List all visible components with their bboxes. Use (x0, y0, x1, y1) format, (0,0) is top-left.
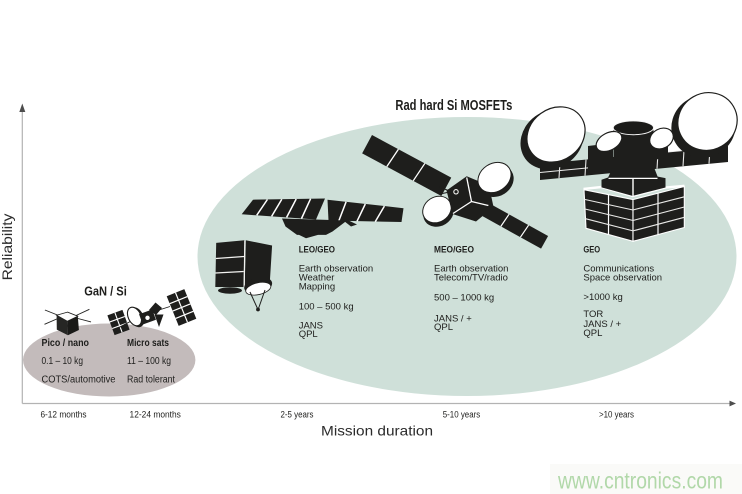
svg-text:Micro sats: Micro sats (127, 337, 169, 349)
svg-text:www.cntronics.com: www.cntronics.com (557, 468, 723, 494)
svg-text:11 – 100 kg: 11 – 100 kg (127, 356, 171, 367)
svg-text:Mapping: Mapping (299, 281, 335, 292)
svg-text:JANS / +: JANS / + (434, 313, 472, 324)
svg-text:6-12 months: 6-12 months (40, 409, 87, 419)
svg-text:>10 years: >10 years (599, 409, 634, 419)
svg-text:Weather: Weather (299, 272, 335, 283)
svg-text:QPL: QPL (583, 328, 602, 339)
svg-text:Space observation: Space observation (583, 272, 662, 283)
svg-text:Rad tolerant: Rad tolerant (127, 375, 175, 386)
svg-text:COTS/automotive: COTS/automotive (42, 375, 116, 386)
svg-text:100 – 500 kg: 100 – 500 kg (299, 302, 354, 313)
svg-text:TOR: TOR (583, 309, 603, 320)
svg-text:Earth observation: Earth observation (434, 263, 508, 274)
svg-text:Earth observation: Earth observation (299, 263, 373, 274)
svg-text:Telecom/TV/radio: Telecom/TV/radio (434, 272, 508, 283)
svg-text:5-10 years: 5-10 years (443, 409, 481, 419)
svg-text:Pico / nano: Pico / nano (42, 337, 90, 349)
svg-text:LEO/GEO: LEO/GEO (299, 245, 336, 256)
svg-text:0.1 – 10 kg: 0.1 – 10 kg (42, 356, 84, 367)
svg-text:MEO/GEO: MEO/GEO (434, 245, 474, 256)
svg-text:GEO: GEO (583, 245, 600, 256)
svg-text:Rad hard Si MOSFETs: Rad hard Si MOSFETs (395, 98, 512, 114)
svg-text:Communications: Communications (583, 263, 654, 274)
svg-text:QPL: QPL (434, 322, 453, 333)
svg-text:>1000 kg: >1000 kg (583, 292, 622, 303)
svg-text:Reliability: Reliability (0, 214, 15, 281)
svg-text:12-24 months: 12-24 months (130, 409, 182, 419)
svg-text:JANS / +: JANS / + (583, 319, 621, 330)
svg-text:Mission duration: Mission duration (321, 422, 433, 438)
svg-text:JANS: JANS (299, 320, 323, 331)
svg-text:QPL: QPL (299, 329, 318, 340)
svg-text:GaN / Si: GaN / Si (84, 283, 127, 298)
svg-text:2-5 years: 2-5 years (281, 409, 314, 419)
svg-text:500 – 1000 kg: 500 – 1000 kg (434, 293, 494, 304)
